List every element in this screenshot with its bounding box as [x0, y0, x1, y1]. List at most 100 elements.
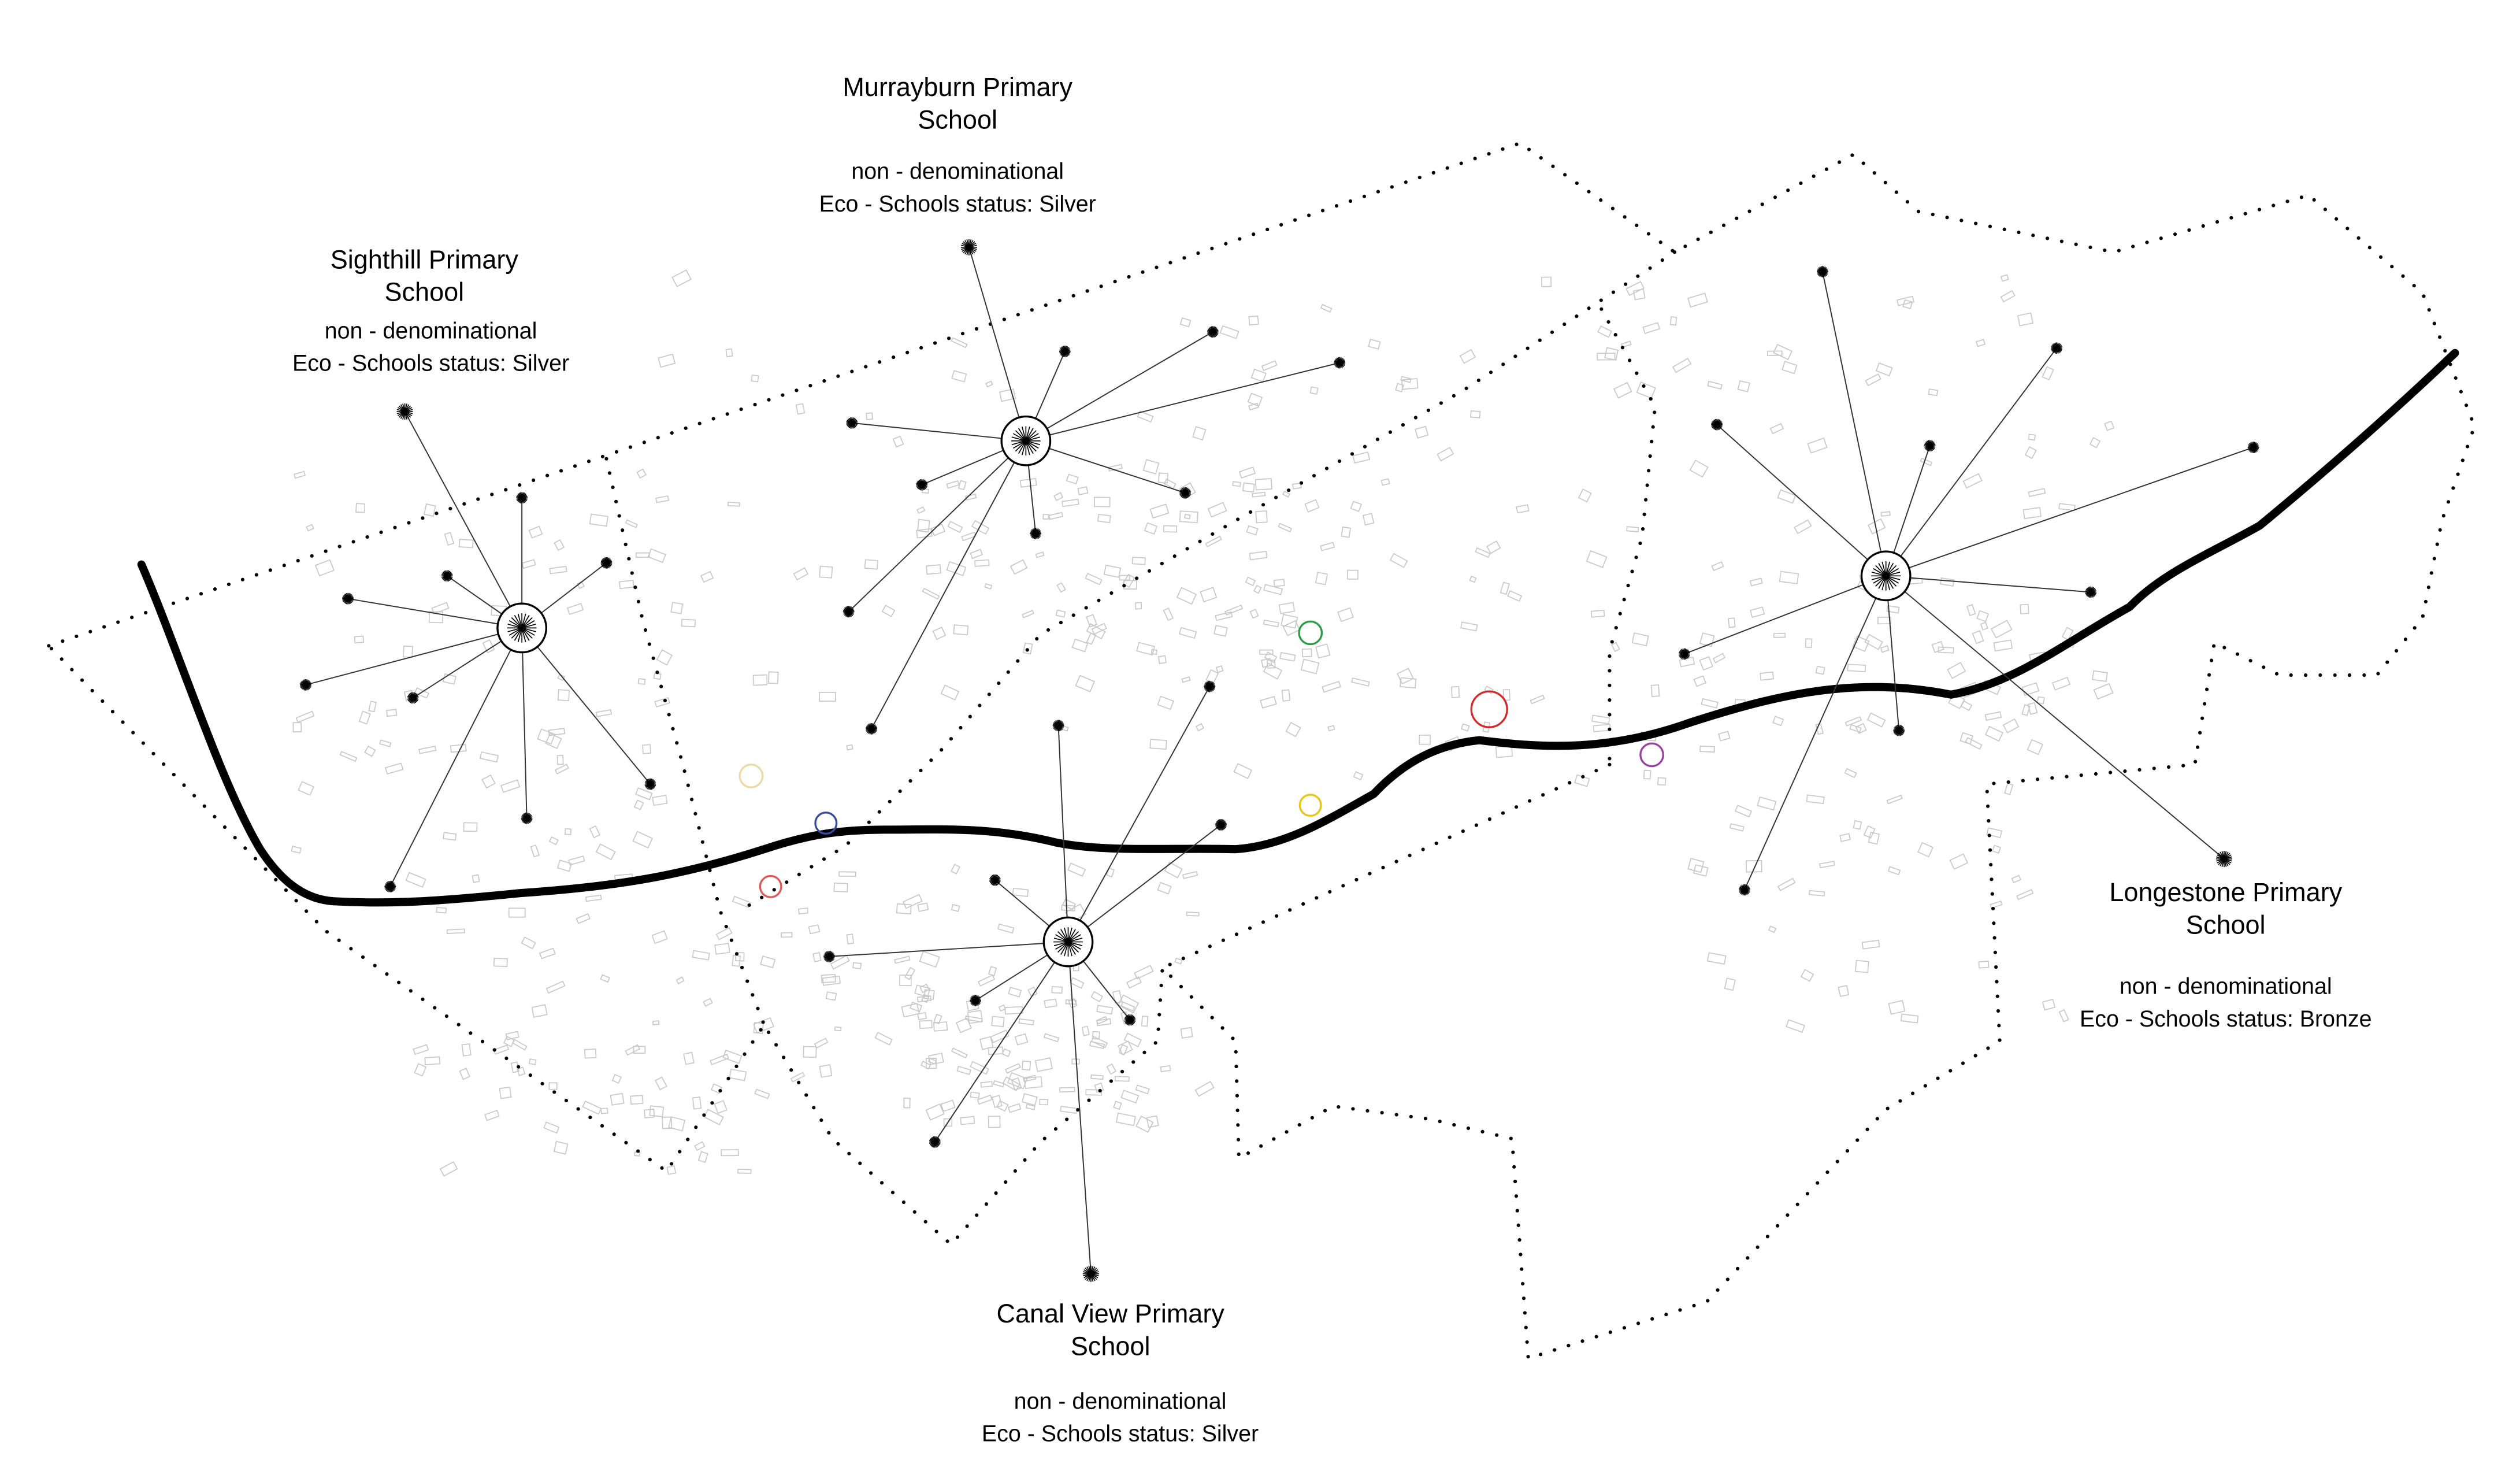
school-name: Sighthill Primary	[331, 244, 519, 274]
building	[793, 567, 809, 581]
building	[914, 984, 931, 998]
building	[676, 976, 685, 985]
building	[1717, 731, 1731, 742]
pupil-home-star-icon	[516, 492, 528, 504]
pupil-home-star-icon	[866, 723, 877, 735]
pupil-home-star-icon	[1893, 724, 1905, 736]
building	[999, 388, 1016, 402]
building	[1263, 619, 1279, 628]
building	[2024, 446, 2037, 460]
building-footprints	[291, 269, 2115, 1177]
school-denomination: non - denominational	[325, 318, 537, 343]
building	[1839, 833, 1851, 842]
building	[1273, 579, 1285, 587]
building	[543, 1121, 560, 1134]
building	[644, 1109, 655, 1118]
building	[636, 468, 647, 479]
building	[1451, 686, 1460, 698]
catchment-link	[347, 598, 522, 629]
building	[364, 745, 376, 757]
school-network-canal-view	[823, 680, 1227, 1282]
building	[833, 883, 848, 892]
building	[1117, 994, 1140, 1014]
pupil-home-star-icon	[929, 1136, 941, 1148]
pupil-home-star-icon	[1711, 418, 1723, 431]
building	[990, 1029, 1010, 1043]
building	[1247, 392, 1263, 407]
building	[1075, 675, 1095, 692]
school-name: Canal View Primary	[996, 1299, 1224, 1328]
catchment-link	[848, 440, 1027, 612]
building	[1461, 723, 1470, 732]
building	[1486, 540, 1501, 554]
building	[737, 1169, 752, 1174]
building	[1176, 587, 1197, 605]
building	[692, 950, 710, 961]
building	[1699, 656, 1713, 671]
pupil-home-star-icon	[916, 479, 928, 491]
building	[1309, 386, 1319, 395]
building	[917, 902, 929, 912]
building	[1025, 1103, 1036, 1110]
building	[1760, 671, 1774, 681]
building	[554, 764, 569, 775]
building	[1586, 550, 1608, 568]
building	[1749, 577, 1763, 587]
school-denomination: non - denominational	[851, 159, 1064, 184]
building	[385, 762, 404, 775]
building	[1855, 723, 1867, 734]
building	[985, 380, 993, 388]
building	[1838, 985, 1850, 997]
catchment-link	[404, 411, 523, 628]
building	[866, 412, 873, 420]
catchment-link	[1067, 942, 1092, 1274]
building	[1163, 525, 1178, 533]
building	[2011, 875, 2022, 884]
building	[1626, 526, 1639, 532]
building	[798, 907, 809, 915]
building	[595, 709, 613, 717]
building	[1362, 513, 1375, 526]
pupil-home-star-icon	[1082, 1265, 1099, 1282]
building	[1061, 904, 1075, 912]
building	[2017, 312, 2033, 327]
building	[1593, 724, 1611, 732]
building	[1126, 976, 1142, 989]
building	[1008, 987, 1022, 998]
building	[1067, 862, 1086, 877]
building	[566, 603, 584, 616]
building	[1773, 632, 1786, 638]
building	[951, 903, 960, 912]
building	[1144, 522, 1158, 535]
building	[2021, 682, 2040, 696]
building	[1179, 510, 1198, 524]
building	[1699, 632, 1715, 647]
building	[825, 991, 837, 1001]
pupil-home-star-icon	[1011, 426, 1041, 456]
building	[1939, 577, 1955, 587]
building	[1728, 617, 1736, 628]
building	[1777, 489, 1797, 504]
building	[1978, 961, 1990, 969]
building	[1292, 482, 1302, 490]
building	[1160, 1065, 1171, 1073]
building	[431, 602, 450, 614]
building	[618, 580, 634, 590]
building	[752, 674, 768, 686]
building	[1157, 655, 1167, 664]
building	[1195, 723, 1204, 732]
building	[662, 1116, 673, 1129]
building	[2000, 290, 2016, 303]
catchment-link	[1026, 440, 1186, 494]
building	[795, 403, 806, 415]
building	[903, 1097, 911, 1109]
pupil-home-star-icon	[1215, 819, 1227, 831]
building	[1507, 590, 1523, 602]
building	[1920, 457, 1933, 466]
building	[505, 1031, 519, 1040]
catchment-link	[1885, 576, 1900, 731]
building	[1844, 768, 1857, 779]
building	[600, 974, 611, 983]
building	[1136, 642, 1155, 656]
building	[493, 1044, 510, 1055]
